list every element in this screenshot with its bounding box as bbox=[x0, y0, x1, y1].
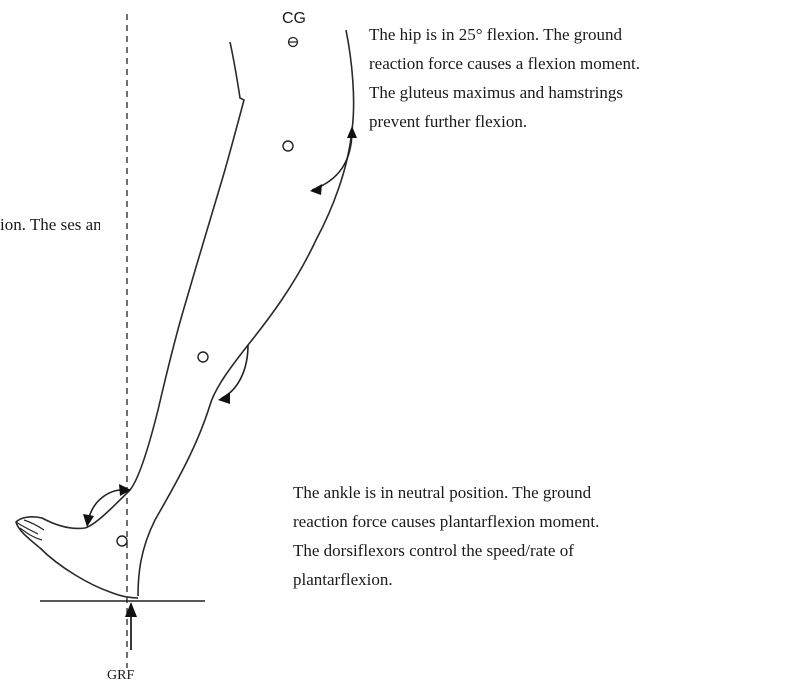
toes bbox=[15, 519, 45, 541]
knee-annotation-text: ion. The ses an amstring xtension e. bbox=[0, 215, 100, 234]
grf-label: GRF bbox=[107, 668, 135, 683]
ankle-moment-arrowhead-bottom bbox=[83, 514, 94, 527]
cg-label: CG bbox=[282, 10, 306, 27]
leg-anterior-outline bbox=[129, 41, 245, 491]
hip-moment-arrowhead-top bbox=[347, 126, 357, 138]
knee-annotation-clipped: ion. The ses an amstring xtension e. bbox=[0, 210, 100, 239]
knee-moment-arrow bbox=[221, 344, 249, 399]
knee-moment-arrowhead bbox=[218, 392, 230, 404]
hip-moment-arrowhead-bottom bbox=[310, 184, 322, 195]
ankle-joint-center bbox=[116, 535, 128, 547]
grf-arrow-head bbox=[125, 602, 137, 617]
hip-annotation: The hip is in 25° flexion. The ground re… bbox=[369, 25, 640, 131]
ankle-moment-arrowhead-top bbox=[119, 484, 131, 496]
hip-moment-arrow bbox=[311, 129, 353, 191]
foot-outline bbox=[15, 489, 139, 599]
ankle-annotation: The ankle is in neutral position. The gr… bbox=[293, 483, 600, 589]
hip-joint-center bbox=[282, 140, 294, 152]
knee-joint-center bbox=[197, 351, 209, 363]
